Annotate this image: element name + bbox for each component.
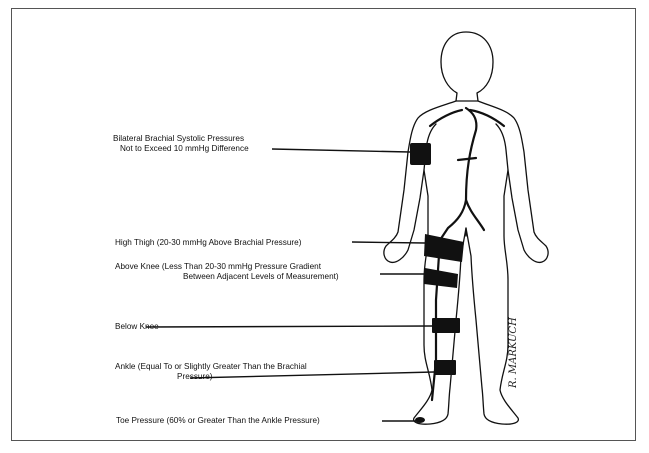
artist-signature: R. MARKUCH [508, 317, 519, 388]
arm-cuff [410, 143, 431, 165]
torso-outline [384, 101, 548, 424]
leader-line-high-thigh [352, 242, 425, 243]
above-knee-cuff [424, 268, 458, 288]
label-high-thigh: High Thigh (20-30 mmHg Above Brachial Pr… [115, 238, 301, 248]
label-above-knee: Above Knee (Less Than 20-30 mmHg Pressur… [115, 262, 339, 282]
label-toe-line1: Toe Pressure (60% or Greater Than the An… [116, 416, 320, 425]
ankle-cuff [434, 360, 456, 375]
high-thigh-cuff [424, 234, 464, 262]
below-knee-cuff [432, 318, 460, 333]
label-high-thigh-line1: High Thigh (20-30 mmHg Above Brachial Pr… [115, 238, 301, 247]
toe-cuff [415, 417, 425, 423]
head-outline [441, 32, 493, 101]
aorta-line [440, 108, 476, 240]
label-above-knee-line2: Between Adjacent Levels of Measurement) [115, 272, 339, 282]
label-ankle-line1: Ankle (Equal To or Slightly Greater Than… [115, 362, 307, 372]
leader-line-brachial [272, 149, 410, 152]
label-ankle: Ankle (Equal To or Slightly Greater Than… [115, 362, 307, 382]
label-above-knee-line1: Above Knee (Less Than 20-30 mmHg Pressur… [115, 262, 339, 272]
label-below-knee: Below Knee [115, 322, 159, 332]
label-brachial-line2: Not to Exceed 10 mmHg Difference [113, 144, 249, 154]
label-ankle-line2: Pressure) [115, 372, 307, 382]
label-brachial: Bilateral Brachial Systolic Pressures No… [113, 134, 249, 154]
leader-line-below-knee [146, 326, 432, 327]
label-toe: Toe Pressure (60% or Greater Than the An… [116, 416, 320, 426]
label-brachial-line1: Bilateral Brachial Systolic Pressures [113, 134, 249, 144]
label-below-knee-line1: Below Knee [115, 322, 159, 331]
